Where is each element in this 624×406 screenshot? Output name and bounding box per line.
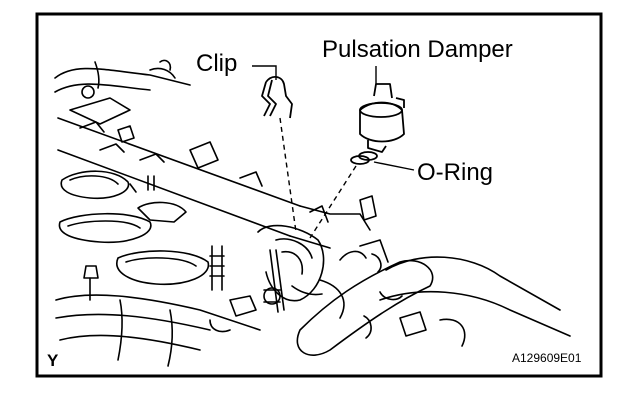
clip-part [261, 76, 293, 119]
o-ring-part [350, 151, 378, 165]
pulsation-damper-part [359, 83, 405, 153]
leader-lines [252, 65, 415, 171]
engine-drawing [54, 59, 571, 367]
label-o-ring: O-Ring [417, 159, 494, 186]
view-marker: Y [47, 351, 59, 370]
assembly-dashes [279, 117, 357, 239]
label-pulsation-damper: Pulsation Damper [322, 36, 513, 63]
figure-code: A129609E01 [512, 351, 582, 365]
label-clip: Clip [196, 50, 238, 77]
